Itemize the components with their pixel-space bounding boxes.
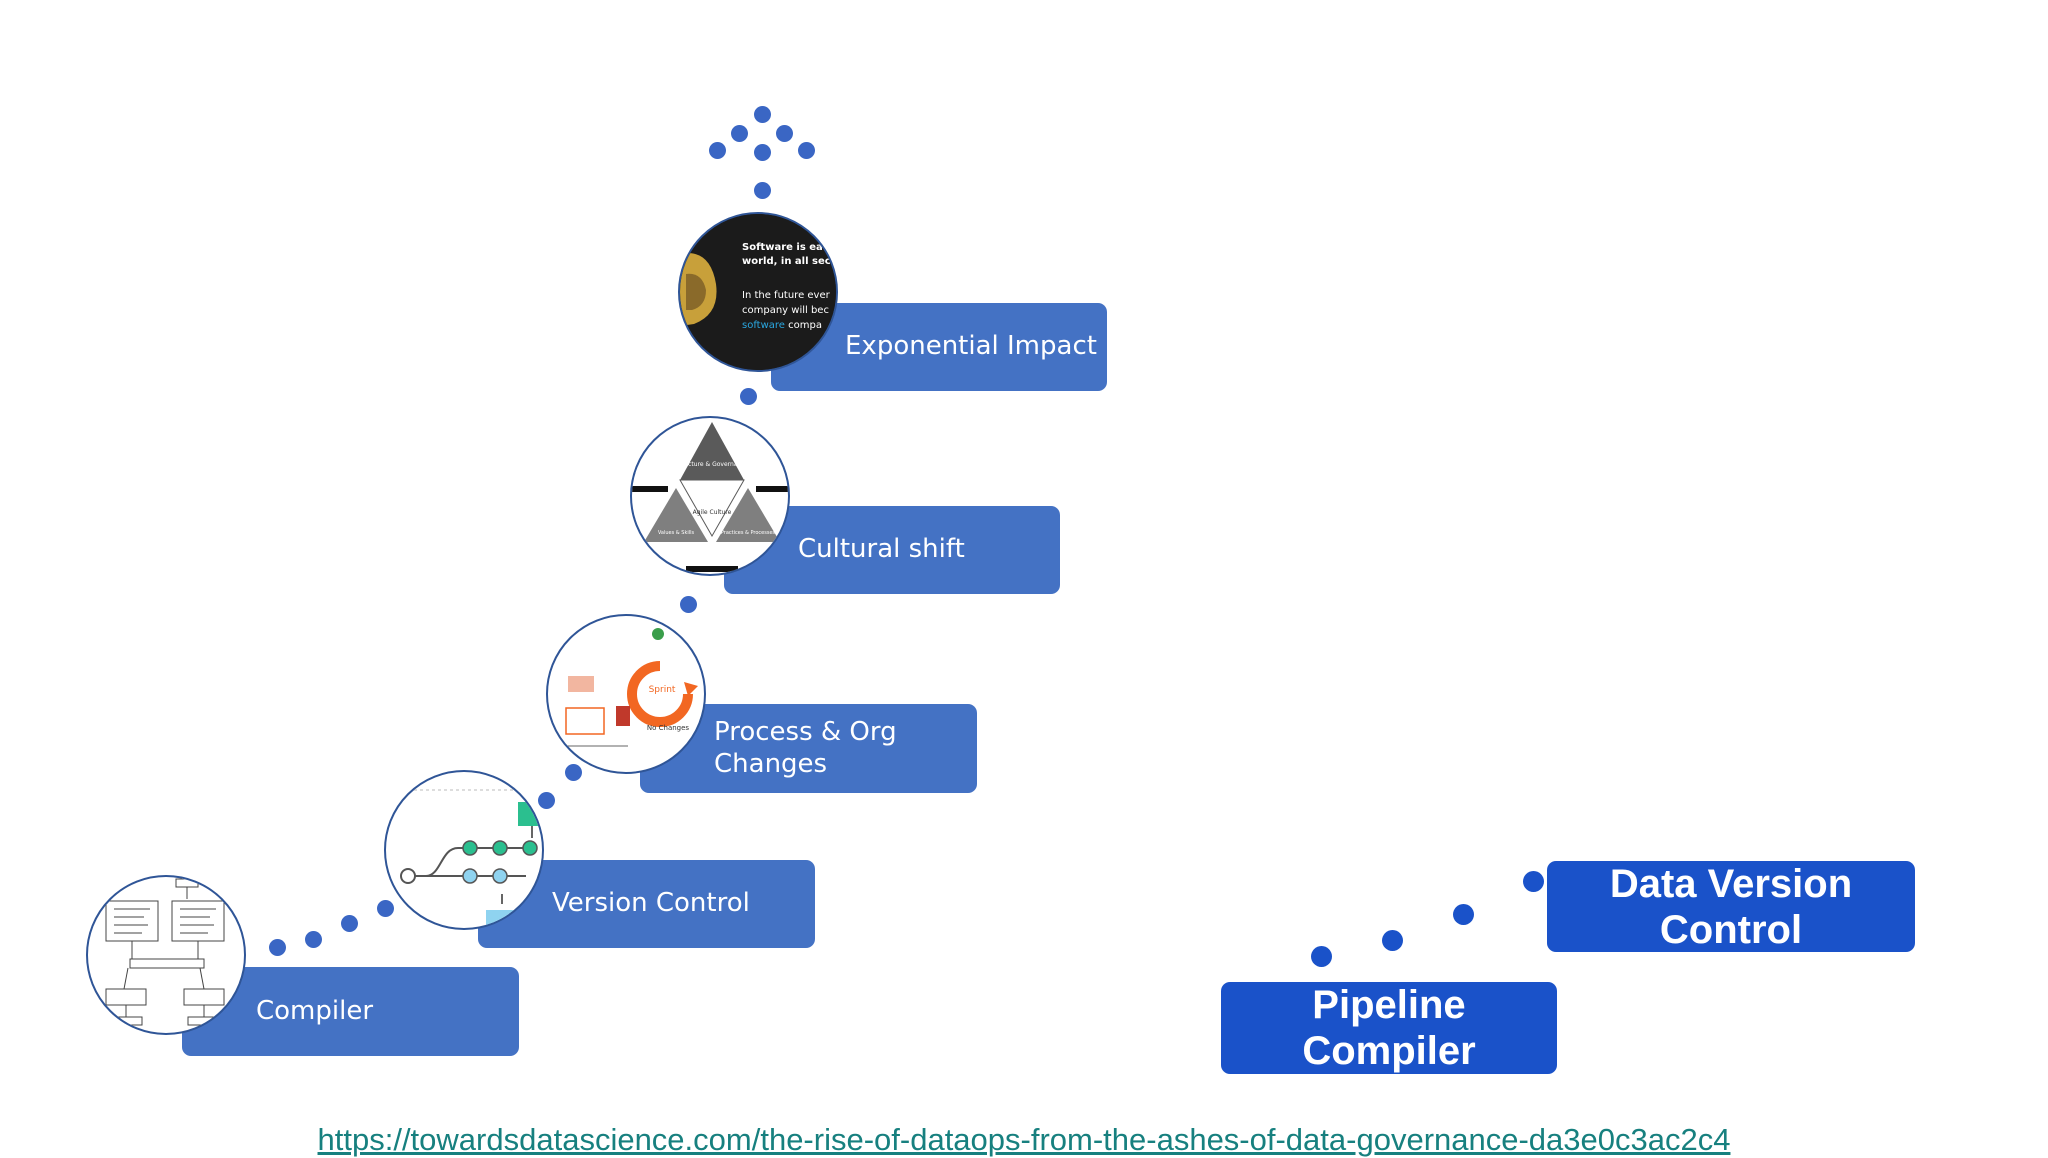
svg-text:Sprint: Sprint [649,685,676,695]
data-connector-dot [1523,871,1544,892]
svg-text:Structure & Governance: Structure & Governance [676,461,749,468]
thumbnail-version-control-graph [384,770,544,930]
connector-dot [565,764,582,781]
connector-dot [269,939,286,956]
step-label-version-control: Version Control [552,888,750,919]
data-box-data-version-control: Data Version Control [1547,861,1915,952]
source-link[interactable]: https://towardsdatascience.com/the-rise-… [317,1122,1731,1157]
svg-text:Values & Skills: Values & Skills [658,530,695,536]
svg-text:In the future ever: In the future ever [742,290,831,301]
connector-dot [305,931,322,948]
step-label-compiler: Compiler [256,995,374,1026]
step-label-process-org: Process & Org Changes [714,717,897,779]
thumbnail-compiler-diagram [86,875,246,1035]
connector-dot [377,900,394,917]
svg-text:Agile Culture: Agile Culture [693,509,732,516]
step-label-cultural-shift: Cultural shift [798,534,965,565]
data-connector-dot [1311,946,1332,967]
svg-text:Software is eat: Software is eat [742,242,828,253]
connector-dot [776,125,793,142]
connector-dot [341,915,358,932]
connector-dot [740,388,757,405]
connector-dot [754,106,771,123]
data-label-data-version-control: Data Version Control [1609,861,1853,952]
data-connector-dot [1382,930,1403,951]
connector-dot [754,182,771,199]
thumbnail-agile-culture-triangle: Structure & Governance Agile Culture Val… [630,416,790,576]
connector-dot [798,142,815,159]
svg-text:Practices & Processes: Practices & Processes [721,530,776,536]
svg-text:world, in all sect: world, in all sect [742,256,836,267]
step-label-exponential-impact: Exponential Impact [845,331,1097,362]
connector-dot [754,144,771,161]
data-connector-dot [1453,904,1474,925]
svg-text:company will bec: company will bec [742,305,829,316]
connector-dot [680,596,697,613]
thumbnail-scrum-sprint: Sprint No Changes [546,614,706,774]
svg-text:No Changes: No Changes [647,724,690,732]
connector-dot [709,142,726,159]
thumbnail-software-eating-world: Software is eat world, in all sect In th… [678,212,838,372]
connector-dot [731,125,748,142]
connector-dot [538,792,555,809]
data-box-pipeline-compiler: Pipeline Compiler [1221,982,1557,1074]
data-label-pipeline-compiler: Pipeline Compiler [1302,983,1476,1073]
svg-text:software compa: software compa [742,320,822,331]
